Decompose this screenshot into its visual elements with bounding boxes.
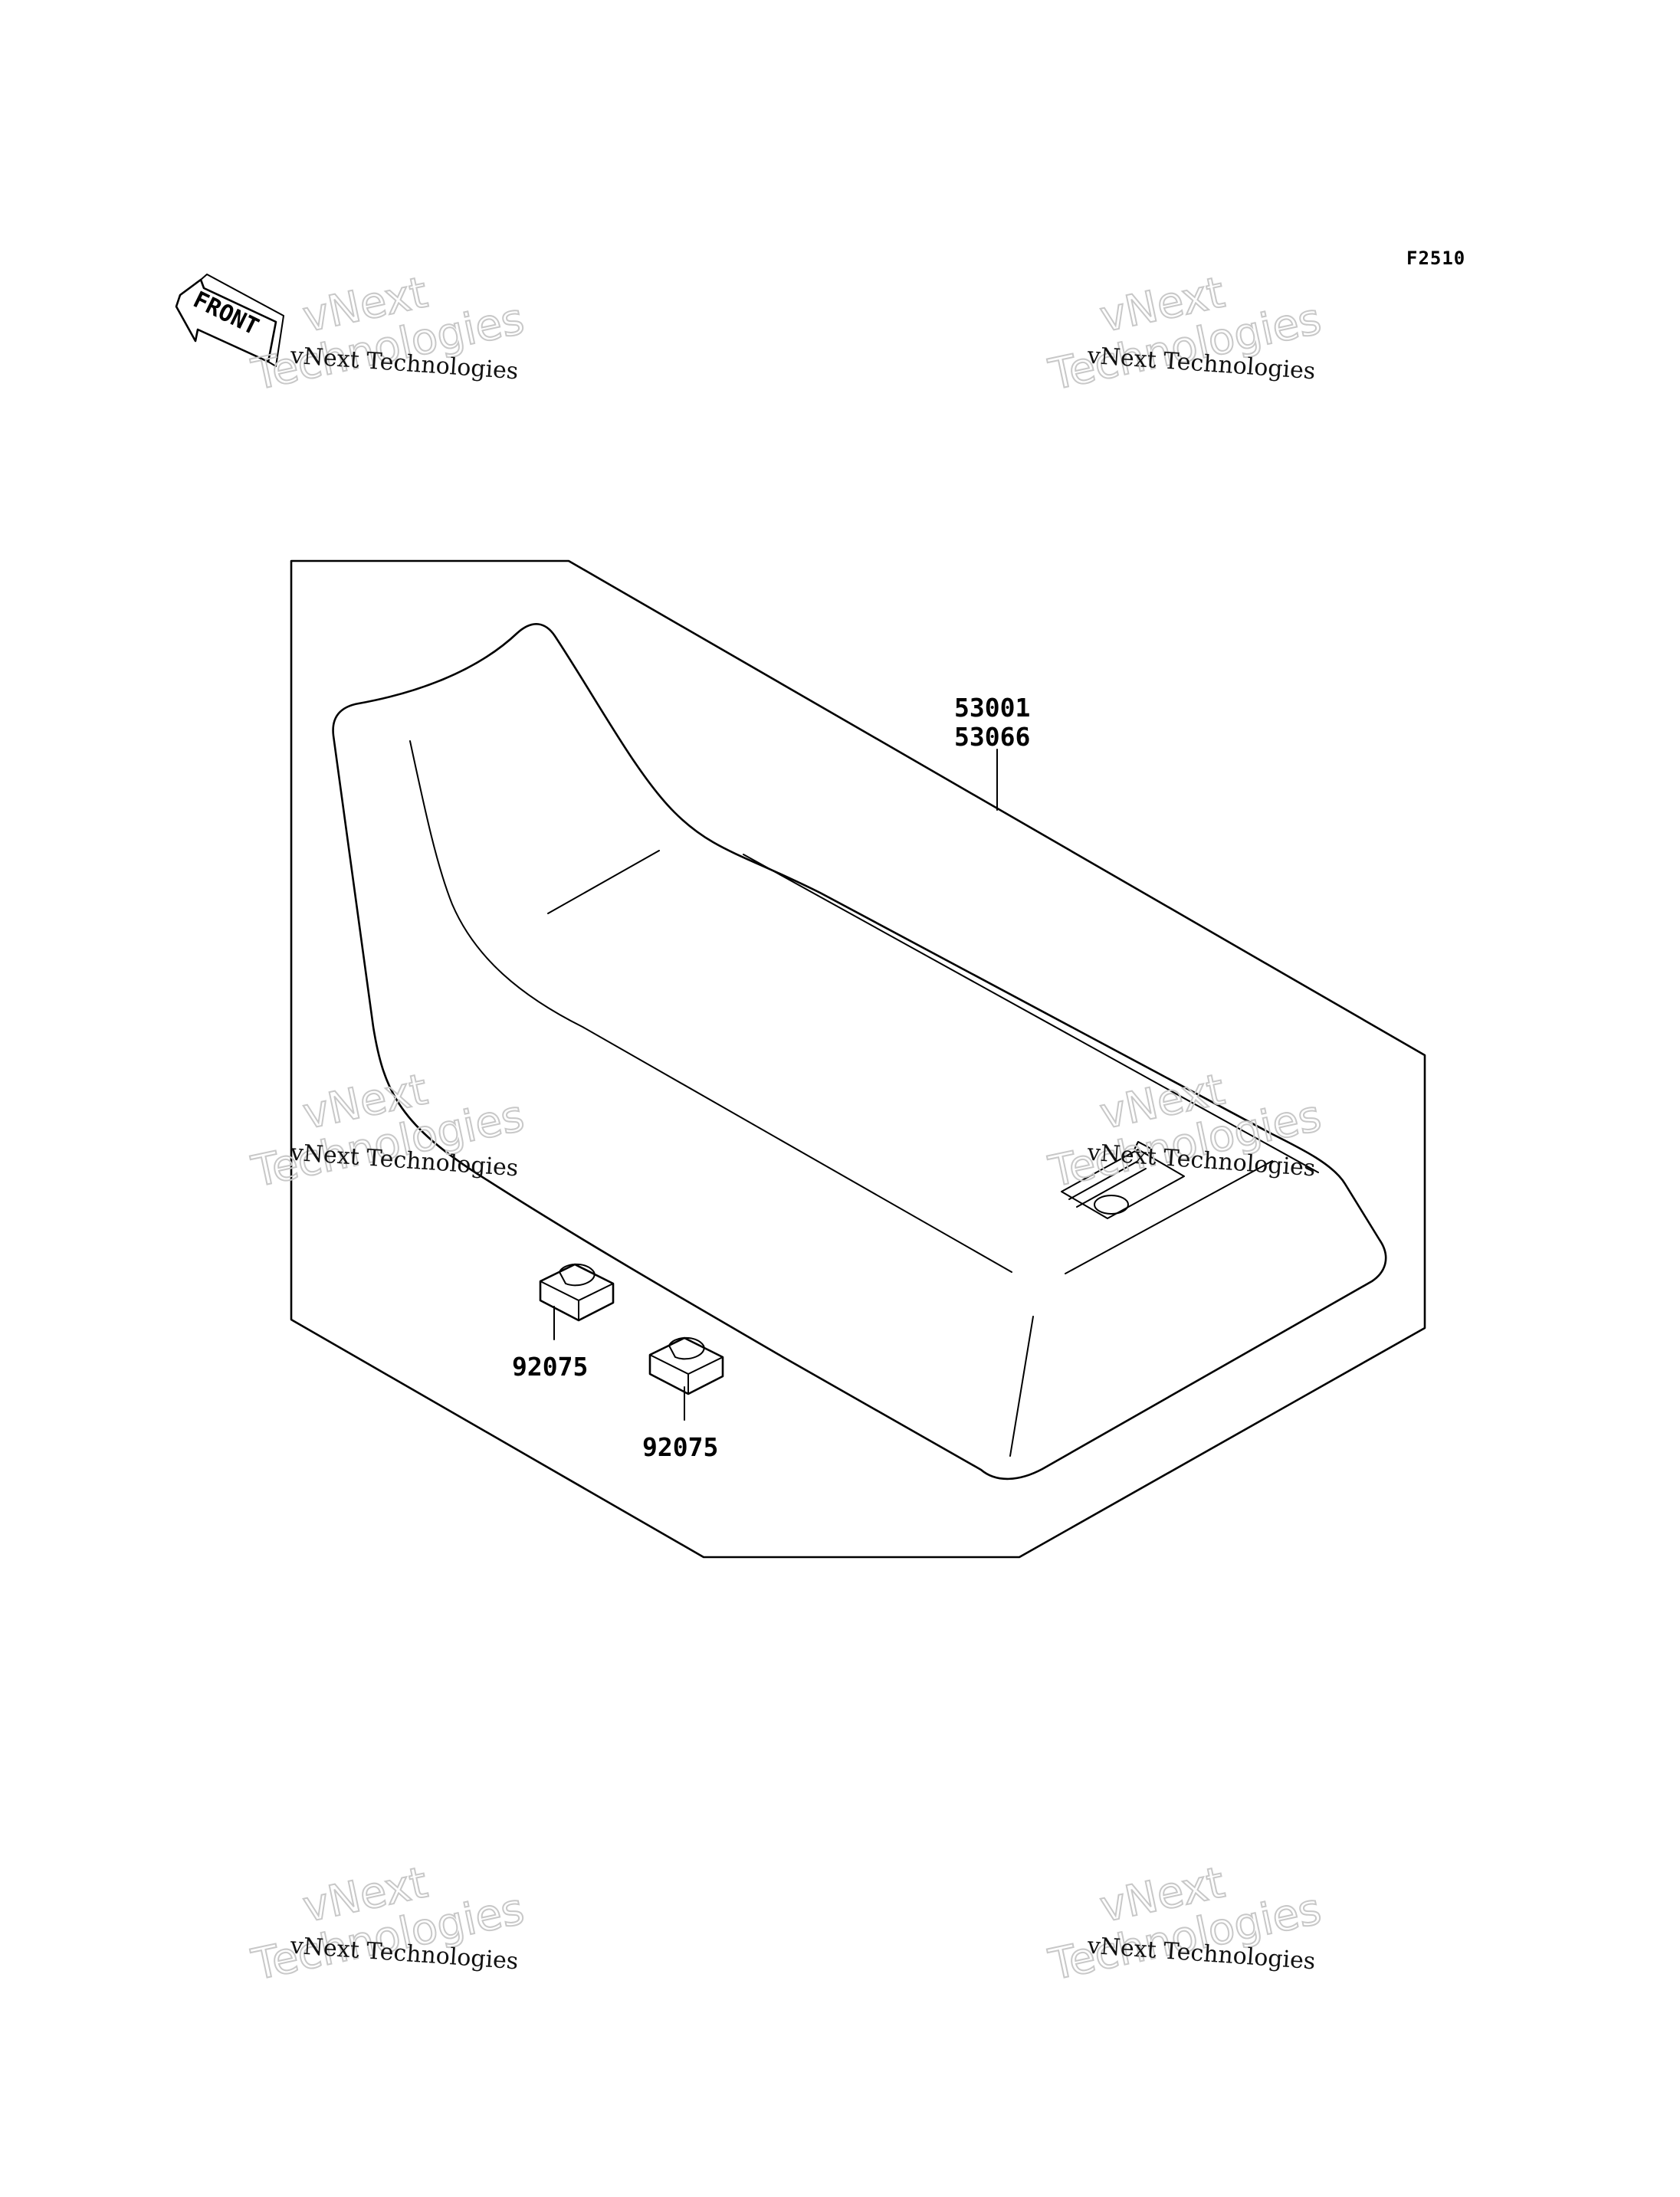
- assembly-frame: [290, 559, 1426, 1559]
- watermark-mid-right: vNext Technologies vNext Technologies: [1044, 1064, 1326, 1198]
- pad-a-drawing: [539, 1263, 615, 1322]
- watermark-top-left: vNext Technologies vNext Technologies: [247, 267, 529, 401]
- pad-a-part-number: 92075: [512, 1352, 588, 1382]
- seat-part-number-1: 53001: [954, 693, 1030, 723]
- watermark-bottom-left: vNext Technologies vNext Technologies: [247, 1857, 529, 1991]
- figure-code: F2510: [1406, 248, 1465, 269]
- seat-drawing: [332, 623, 1387, 1481]
- watermark-top-right: vNext Technologies vNext Technologies: [1044, 267, 1326, 401]
- front-label: FRONT: [189, 287, 263, 341]
- seat-part-number-2: 53066: [954, 722, 1030, 752]
- pad-b-part-number: 92075: [642, 1432, 718, 1462]
- watermark-bottom-right: vNext Technologies vNext Technologies: [1044, 1857, 1326, 1991]
- watermark-mid-left: vNext Technologies vNext Technologies: [247, 1064, 529, 1198]
- pad-b-drawing: [648, 1336, 724, 1395]
